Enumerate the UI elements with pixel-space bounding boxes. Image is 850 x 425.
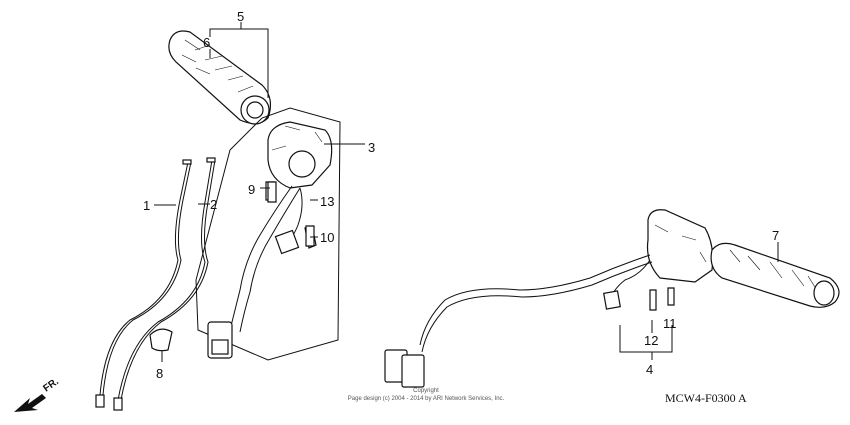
- callout-11: 11: [663, 316, 677, 331]
- callout-8: 8: [156, 366, 163, 381]
- callout-12: 12: [644, 333, 658, 348]
- callout-6: 6: [203, 35, 210, 50]
- front-label: FR.: [41, 376, 61, 394]
- callout-13: 13: [320, 194, 334, 209]
- diagram-code: MCW4-F0300 A: [665, 391, 747, 405]
- right-grip: [710, 242, 840, 308]
- callout-5: 5: [237, 9, 244, 24]
- copyright-line1: Copyright: [413, 388, 439, 394]
- left-grip: [168, 30, 272, 125]
- callout-1: 1: [143, 198, 150, 213]
- screw-10: [305, 225, 315, 247]
- cable-clip: [149, 328, 173, 352]
- screw-9: [267, 181, 277, 203]
- callout-4: 4: [646, 362, 653, 377]
- right-switch-assembly: [195, 107, 341, 361]
- callout-10: 10: [320, 230, 334, 245]
- copyright-line2: Page design (c) 2004 - 2014 by ARI Netwo…: [348, 396, 505, 402]
- throttle-cables: [95, 157, 216, 411]
- callout-7: 7: [772, 228, 779, 243]
- left-switch-assembly: [384, 209, 714, 388]
- front-arrow-icon: FR.: [14, 376, 61, 412]
- callout-2: 2: [210, 197, 217, 212]
- callout-3: 3: [368, 140, 375, 155]
- callout-9: 9: [248, 182, 255, 197]
